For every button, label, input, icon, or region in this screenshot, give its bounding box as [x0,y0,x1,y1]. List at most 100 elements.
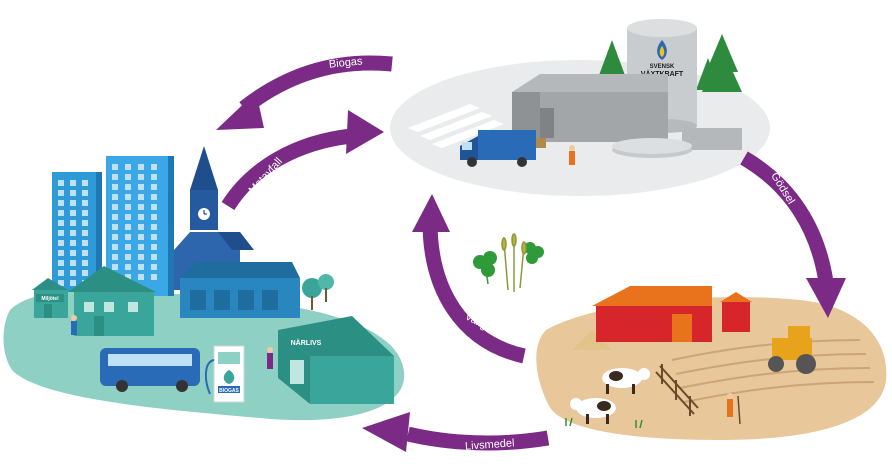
grass-tufts [565,417,643,429]
tower-window [112,194,118,200]
tower-window [151,164,157,170]
tower-window [58,270,64,276]
digester-tanks [612,128,742,158]
farmer [727,393,741,425]
red-barn [592,286,752,342]
arrowhead-matavfall [346,110,384,154]
cow-upper [602,368,650,394]
tower-window [112,214,118,220]
clover-icon [473,242,544,285]
arrow-godsel [740,151,834,284]
tower-window [112,234,118,240]
tower-window [58,240,64,246]
tower-window [112,174,118,180]
arrowhead-livsmedel [362,412,410,452]
tower-window [151,184,157,190]
plant-hall [512,74,668,142]
tower-window [70,260,76,266]
plant-road-markings [408,104,504,148]
tower-window [125,274,131,280]
tower-window [151,234,157,240]
tower-window [58,280,64,286]
pump-sign: BIOGAS [219,388,239,394]
tower-window [138,194,144,200]
grocery-shop: NÄRLIVS [278,316,394,404]
tower-window [82,260,88,266]
tower-window [58,200,64,206]
cow-lower [570,398,616,424]
tower-window [82,200,88,206]
tower-window [58,220,64,226]
arrowhead-biogas [216,92,264,130]
tower-window [82,220,88,226]
arrow-livsmedel [406,426,550,451]
tower-window [138,264,144,270]
tower-window [82,250,88,256]
tower-window [112,254,118,260]
tower-window [138,214,144,220]
tower-window [125,174,131,180]
wooden-fence [655,364,699,416]
tower-window [70,190,76,196]
tower-window [138,174,144,180]
tower-window [125,194,131,200]
tower-window [138,164,144,170]
tower-window [112,224,118,230]
hay-pile [572,330,612,350]
label-biogas: Biogas [328,55,363,71]
tower-window [138,234,144,240]
tower-window [70,210,76,216]
tower-window [125,184,131,190]
tower-window [151,264,157,270]
tower-window [58,210,64,216]
tower-window [58,190,64,196]
shop-sign: NÄRLIVS [291,339,322,347]
pump-leaf-icon [223,370,235,384]
pedestrian-left [71,315,77,335]
arrow-biogas [239,55,393,114]
plant-worker [569,145,575,165]
tower-window [58,180,64,186]
tower-window [70,220,76,226]
tower-window [138,204,144,210]
city-bus [100,348,200,392]
arrow-matavfall [221,128,353,211]
town-hall [180,262,300,318]
tower-window [82,180,88,186]
tower-window [125,204,131,210]
tower-window [151,254,157,260]
tower-window [112,184,118,190]
blue-truck [460,130,546,167]
tractor [768,326,816,374]
tower-window [138,244,144,250]
tower-window [151,274,157,280]
tower-window [138,224,144,230]
tower-window [125,244,131,250]
arrow-heads [216,92,846,452]
tower-window [58,230,64,236]
tower-window [82,230,88,236]
tower-window [82,190,88,196]
tower-window [151,224,157,230]
teal-house [68,266,156,336]
tower-window [82,270,88,276]
tower-window [138,254,144,260]
small-building: Miljötel [32,278,68,318]
tower-window [58,250,64,256]
flow-arrows [221,55,834,451]
tower-window [70,250,76,256]
tower-window [151,214,157,220]
small-building-sign: Miljötel [41,296,59,302]
tower-window [70,280,76,286]
plant-logo-line1: SVENSK [650,64,675,70]
tower-window [70,230,76,236]
tower-window [151,244,157,250]
tower-window [138,274,144,280]
tower-window [112,204,118,210]
tower-window [82,240,88,246]
tower-window [125,164,131,170]
tower-window [125,224,131,230]
crops-illustration [473,233,544,292]
